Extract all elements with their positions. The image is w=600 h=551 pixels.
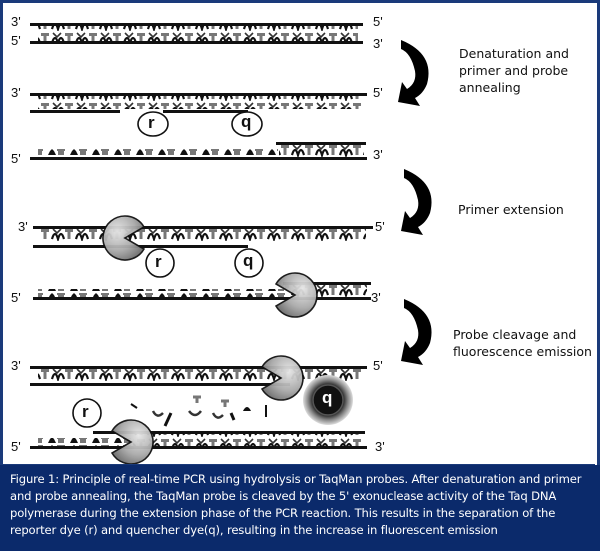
strand-end-label: 5' [373,85,383,100]
quencher-dye-label: q [241,112,252,131]
curved-arrow-icon [401,299,432,365]
step-label-line: Probe cleavage and [453,327,577,342]
base-pairs [38,26,358,41]
template-bases-bottom [38,149,278,157]
extended-strand-bottom [93,431,365,434]
quencher-dye-label: q [243,251,254,270]
reporter-dye-label: r [82,402,89,421]
strand-end-label: 3' [11,85,21,100]
strand-end-label: 3' [371,290,381,305]
template-bases-top [41,229,366,242]
probe-fragment [163,412,173,427]
strand-end-label: 3' [11,358,21,373]
reporter-dye-circle [137,111,169,137]
reporter-dye-label: r [148,113,155,132]
template-strand-top [30,366,367,369]
quencher-dye-circle [231,111,263,137]
probe-strand [163,110,248,113]
stage-2-annealing [30,93,367,160]
reporter-dye-label: r [155,252,162,271]
strand-end-label: 5' [373,358,383,373]
template-strand-top [33,226,373,229]
step-label-line: primer and probe [459,63,569,78]
strand-end-label: 5' [11,33,21,48]
taq-polymerase-bottom [274,272,318,318]
strand-end-label: 5' [11,290,21,305]
probe-fragment [193,395,201,403]
strand-end-label: 5' [11,439,21,454]
reporter-dye-circle [145,248,175,278]
taq-polymerase-bottom [110,419,154,464]
pcr-diagram [30,23,432,464]
extended-strand-bottom [283,282,371,285]
probe-fragment [243,407,251,411]
step-label-cleavage: Probe cleavage and fluorescence emission [453,326,592,360]
diagram-panel: 3' 5' 5' 3' 3' 5' 5' 3' 3' 5' 5' 3' 3' 5… [3,3,595,465]
primer-bottom [276,142,366,145]
primer-bases [279,145,364,157]
strand-end-label: 3' [373,36,383,51]
primer-top [30,110,120,113]
strand-end-label: 3' [373,147,383,162]
step-label-line: annealing [459,80,521,95]
strand-end-label: 5' [11,151,21,166]
probe-fragment [188,410,202,417]
probe-fragment [130,403,138,409]
stage-3-extension [33,215,373,318]
top-strand [30,23,363,26]
template-strand-bottom [30,157,367,160]
step-label-line: fluorescence emission [453,344,592,359]
template-strand-bottom [33,297,371,300]
step-label-extension: Primer extension [458,201,564,218]
probe-fragment [151,410,164,417]
strand-end-label: 5' [375,219,385,234]
taq-polymerase-top [260,355,304,401]
probe-strand [163,245,248,248]
curved-arrow-icon [398,40,429,106]
reporter-dye-circle [72,398,102,428]
template-bases-bottom [38,289,288,297]
stage-4-cleavage [30,355,367,464]
template-strand-top [30,93,367,96]
step-label-denaturation: Denaturation and primer and probe anneal… [459,45,569,96]
quencher-dye-label: q [322,388,333,407]
bottom-strand [30,41,363,44]
strand-end-label: 3' [375,439,385,454]
primer-bases [133,434,363,446]
probe-fragment [211,412,224,419]
figure-caption: Figure 1: Principle of real-time PCR usi… [0,465,600,551]
extended-strand-top [30,383,290,386]
quencher-dye-circle [234,248,264,278]
step-label-line: Denaturation and [459,46,569,61]
taq-polymerase-top [102,215,146,261]
probe-fragment [229,412,236,421]
strand-end-label: 5' [373,14,383,29]
step-label-line: Primer extension [458,202,564,217]
curved-arrow-icon [401,169,432,235]
strand-end-label: 3' [11,14,21,29]
template-bases-bottom [38,438,133,446]
template-strand-bottom [30,446,367,449]
quencher-dye-circle [312,384,344,416]
stage-1-double-strand [30,23,363,44]
probe-fragment [221,399,229,407]
strand-end-label: 3' [18,219,28,234]
template-bases-top [38,96,363,109]
